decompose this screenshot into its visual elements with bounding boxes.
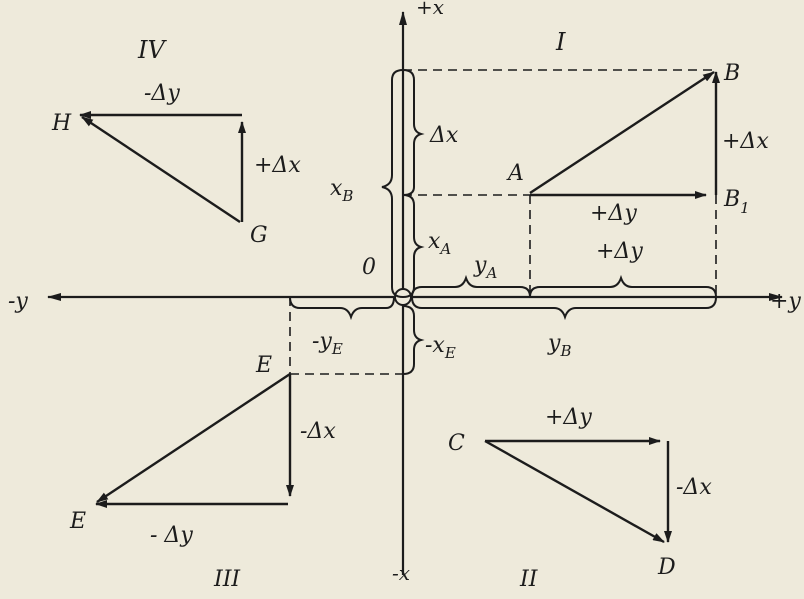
plus-dy-upper-label: +Δy bbox=[590, 201, 637, 226]
quadrant-I: I bbox=[555, 28, 566, 56]
q3-minus-dy-label: - Δy bbox=[150, 523, 193, 548]
brace-xA bbox=[402, 194, 425, 298]
point-C-label: C bbox=[448, 431, 465, 456]
plus-dy-lower-label: +Δy bbox=[596, 239, 643, 264]
brace-yA bbox=[411, 274, 531, 298]
point-D-label: D bbox=[657, 555, 676, 580]
quadrant-III-construction: E E -yE -xE -Δx - Δy bbox=[69, 296, 456, 548]
xB-label: xB bbox=[330, 176, 353, 205]
vector-E-to-E bbox=[96, 372, 291, 504]
yA-label: yA bbox=[473, 253, 497, 282]
yB-label: yB bbox=[547, 331, 571, 360]
quadrant-labels: I II III IV bbox=[137, 28, 566, 592]
quadrant-II: II bbox=[519, 567, 539, 592]
point-H-label: H bbox=[51, 111, 72, 136]
brace-yE bbox=[289, 296, 395, 321]
plus-y-label: +y bbox=[770, 289, 801, 314]
brace-dy-lower bbox=[529, 274, 717, 298]
quadrant-IV: IV bbox=[137, 36, 167, 64]
vector-C-to-D bbox=[484, 439, 665, 544]
brace-yB bbox=[411, 296, 717, 321]
q4-minus-dy-label: -Δy bbox=[144, 81, 180, 106]
point-G-label: G bbox=[250, 223, 268, 248]
axis-labels: +x -x +y -y 0 bbox=[8, 0, 801, 585]
point-B1-label: B1 bbox=[723, 187, 750, 217]
brace-delta-x bbox=[402, 69, 425, 196]
point-A-label: A bbox=[506, 161, 524, 186]
plus-x-label: +x bbox=[416, 0, 444, 19]
q4-plus-dx-label: +Δx bbox=[254, 153, 301, 178]
minus-x-label: -x bbox=[392, 561, 410, 585]
point-B-label: B bbox=[723, 61, 740, 86]
brace-xB bbox=[381, 69, 404, 298]
vector-G-to-H bbox=[81, 116, 241, 223]
quadrant-II-construction: C D +Δy -Δx bbox=[448, 405, 712, 580]
delta-x-brace-label: Δx bbox=[429, 123, 459, 148]
point-E-lower-label: E bbox=[69, 509, 86, 534]
brace-xE bbox=[402, 305, 425, 375]
origin-label: 0 bbox=[362, 255, 376, 280]
quadrant-IV-construction: H G -Δy +Δx bbox=[51, 81, 301, 248]
minus-xE-label: -xE bbox=[425, 333, 456, 362]
q3-minus-dx-label: -Δx bbox=[300, 419, 336, 444]
quadrant-III: III bbox=[213, 567, 241, 592]
minus-yE-label: -yE bbox=[312, 329, 343, 358]
q2-plus-dy-label: +Δy bbox=[545, 405, 592, 430]
quadrant-I-construction: A B B1 Δx xB xA yA +Δy +Δy +Δx yB bbox=[330, 61, 769, 360]
plus-dx-right-label: +Δx bbox=[722, 129, 769, 154]
point-E-upper-label: E bbox=[255, 353, 272, 378]
q2-minus-dx-label: -Δx bbox=[676, 475, 712, 500]
vector-A-to-B bbox=[529, 70, 715, 195]
minus-y-label: -y bbox=[8, 289, 28, 314]
xA-label: xA bbox=[428, 229, 451, 258]
